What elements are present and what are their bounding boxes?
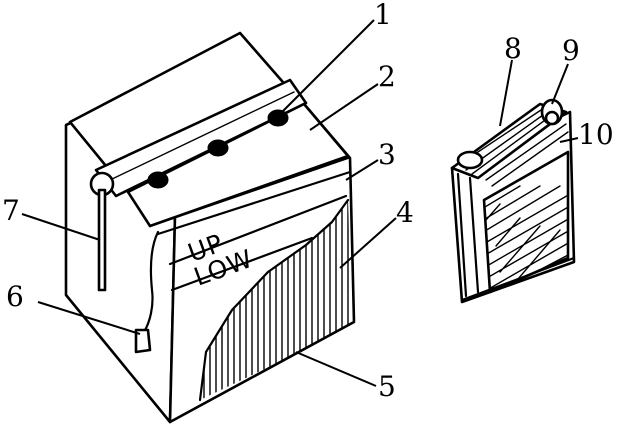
- plate-pack: [450, 98, 576, 304]
- leader-1: [279, 19, 375, 115]
- leader-7: [21, 213, 101, 241]
- pack-terminal: [544, 110, 560, 126]
- leader-9: [551, 63, 569, 105]
- callout-3: 3: [378, 138, 396, 171]
- leader-4: [339, 217, 397, 269]
- cable-lug: [134, 328, 152, 354]
- callout-6: 6: [6, 280, 24, 313]
- leader-10: [559, 137, 579, 143]
- pack-grid-plate: [482, 150, 570, 294]
- callout-5: 5: [378, 370, 396, 403]
- cover-edge-2: [156, 170, 352, 236]
- ridge-line: [109, 91, 295, 181]
- callout-8: 8: [504, 32, 522, 65]
- leader-3: [345, 159, 379, 181]
- callout-10: 10: [578, 118, 614, 151]
- pack-bottom-edge: [460, 256, 576, 302]
- leader-2: [309, 83, 379, 131]
- top-bars: [459, 107, 569, 187]
- callout-2: 2: [378, 60, 396, 93]
- pack-left-frame: [456, 172, 480, 298]
- vent-plug-1: [147, 171, 169, 189]
- leader-5: [295, 351, 377, 387]
- callout-7: 7: [2, 194, 20, 227]
- vent-plug-3: [267, 109, 289, 127]
- battery-body: [64, 31, 356, 424]
- low-level-line: [170, 236, 314, 292]
- dipstick-rod: [97, 188, 107, 292]
- battery-cable: [142, 230, 160, 334]
- cover-edge: [148, 156, 350, 228]
- pack-connector-left: [456, 150, 484, 170]
- leader-8: [499, 59, 513, 127]
- callout-9: 9: [562, 34, 580, 67]
- leaders: [21, 19, 579, 387]
- callout-4: 4: [396, 196, 414, 229]
- battery-cover-strip: [126, 102, 350, 228]
- hatch-boundary: [198, 198, 350, 402]
- up-level-line: [168, 194, 348, 266]
- callout-1: 1: [374, 0, 392, 31]
- vent-plug-2: [207, 139, 229, 157]
- leader-6: [37, 301, 141, 335]
